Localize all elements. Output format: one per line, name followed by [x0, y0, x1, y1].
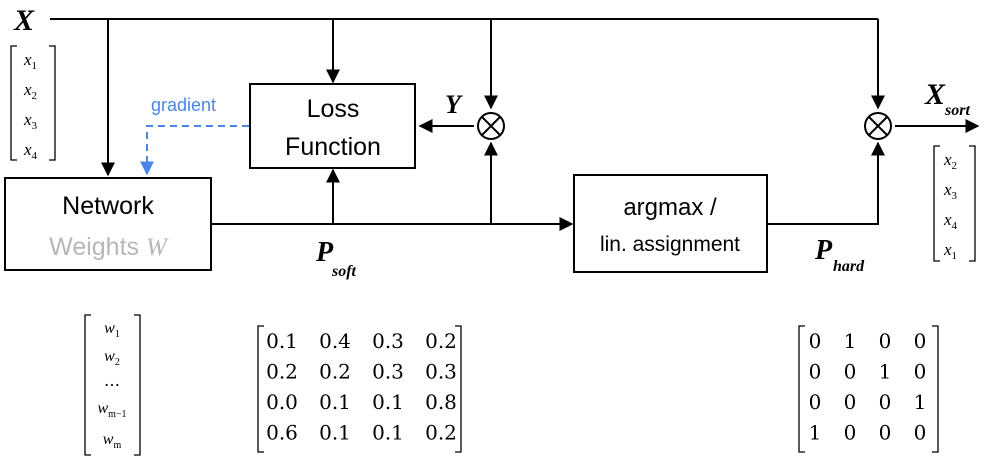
x-sort-sub: sort — [944, 102, 970, 119]
soft-matrix: 0.1 0.4 0.3 0.2 0.2 0.2 0.3 0.3 0.0 0.1 0.1 0.8 0.6 0… — [257, 325, 462, 453]
soft-matrix-cells: 0.1 0.4 0.3 0.2 0.2 0.2 0.3 0.3 0.0 0.1 0.1 0.8 0.6 0… — [266, 329, 457, 445]
p-hard-label: P hard — [814, 235, 865, 275]
weights-vector-entry-m-1: wm−1 — [97, 400, 126, 420]
output-vector-entry-1: x2 — [943, 150, 957, 172]
hard-matrix-cell: 0 — [914, 329, 927, 353]
weights-vector-entry-2: w2 — [104, 348, 120, 368]
soft-matrix-cell: 0.0 — [266, 390, 298, 414]
soft-matrix-cell: 0.3 — [425, 360, 457, 384]
hard-matrix-cell: 0 — [809, 329, 822, 353]
input-vector-entry-4: x4 — [23, 140, 38, 162]
weights-vector: w1 w2 … wm−1 wm — [84, 314, 141, 456]
p-soft-sub: soft — [331, 263, 357, 280]
weights-vector-entry-1: w1 — [104, 320, 120, 340]
soft-matrix-cell: 0.2 — [425, 329, 457, 353]
soft-matrix-cell: 0.2 — [266, 360, 298, 384]
x-sort-label: X sort — [924, 78, 970, 119]
connections — [50, 18, 980, 231]
soft-matrix-cell: 0.4 — [319, 329, 351, 353]
hard-matrix-cell: 0 — [809, 360, 822, 384]
argmax-box: argmax / lin. assignment — [573, 174, 768, 273]
soft-matrix-cell: 0.1 — [372, 421, 404, 445]
loss-box-line2: Function — [285, 133, 381, 161]
weights-vector-entry-m: wm — [103, 431, 122, 451]
gradient-label: gradient — [151, 95, 216, 115]
network-box-line1: Network — [62, 192, 154, 220]
x-sort-main: X — [924, 78, 946, 111]
hard-matrix-cell: 0 — [844, 390, 857, 414]
soft-matrix-cell: 0.3 — [372, 329, 404, 353]
hard-matrix-cell: 0 — [844, 421, 857, 445]
input-vector-entry-2: x2 — [23, 80, 37, 102]
hard-matrix-cell: 0 — [809, 390, 822, 414]
input-vector: x1 x2 x3 x4 — [10, 45, 56, 162]
p-soft-label: P soft — [315, 237, 357, 280]
multiply-operator-left — [477, 112, 505, 140]
output-vector-entry-3: x4 — [943, 210, 958, 232]
soft-matrix-cell: 0.8 — [425, 390, 457, 414]
input-vector-entry-1: x1 — [23, 50, 37, 72]
soft-matrix-cell: 0.1 — [319, 390, 351, 414]
loss-box-line1: Loss — [307, 95, 360, 123]
hard-matrix-cell: 0 — [879, 329, 892, 353]
network-box: Network Weights W — [4, 177, 212, 271]
soft-matrix-cell: 0.3 — [372, 360, 404, 384]
soft-matrix-cell: 0.2 — [425, 421, 457, 445]
soft-matrix-cell: 0.6 — [266, 421, 298, 445]
hard-matrix-cell: 1 — [914, 390, 927, 414]
hard-matrix-cell: 0 — [914, 421, 927, 445]
p-hard-main: P — [814, 235, 833, 266]
soft-matrix-cell: 0.1 — [319, 421, 351, 445]
soft-matrix-cell: 0.1 — [372, 390, 404, 414]
y-label: Y — [445, 90, 463, 119]
hard-matrix-cell: 0 — [879, 421, 892, 445]
network-box-line2: Weights W — [49, 233, 169, 261]
hard-matrix-cell: 0 — [914, 360, 927, 384]
p-soft-main: P — [315, 237, 334, 268]
hard-matrix-cell: 1 — [809, 421, 822, 445]
argmax-box-line2: lin. assignment — [600, 233, 740, 256]
input-vector-entry-3: x3 — [23, 110, 38, 132]
soft-matrix-cell: 0.1 — [266, 329, 298, 353]
input-x-label: X — [13, 4, 35, 37]
weights-symbol: W — [146, 234, 169, 261]
hard-matrix-cell: 1 — [844, 329, 857, 353]
output-vector-entry-4: x1 — [943, 240, 957, 262]
hard-matrix-cell: 0 — [879, 390, 892, 414]
soft-matrix-cell: 0.2 — [319, 360, 351, 384]
argmax-box-line1: argmax / — [623, 194, 717, 221]
loss-function-box: Loss Function — [249, 83, 416, 169]
phard-to-mult2-arrow — [768, 141, 885, 225]
weights-label: Weights — [49, 233, 146, 261]
output-vector: x2 x3 x4 x1 — [933, 145, 976, 262]
output-vector-entry-2: x3 — [943, 180, 958, 202]
p-hard-sub: hard — [833, 258, 865, 275]
hard-matrix-cell: 0 — [844, 360, 857, 384]
hard-matrix-cell: 1 — [879, 360, 892, 384]
weights-vector-ellipsis: … — [104, 371, 120, 390]
gradient-arrow — [140, 125, 249, 176]
multiply-operator-right — [864, 112, 892, 140]
